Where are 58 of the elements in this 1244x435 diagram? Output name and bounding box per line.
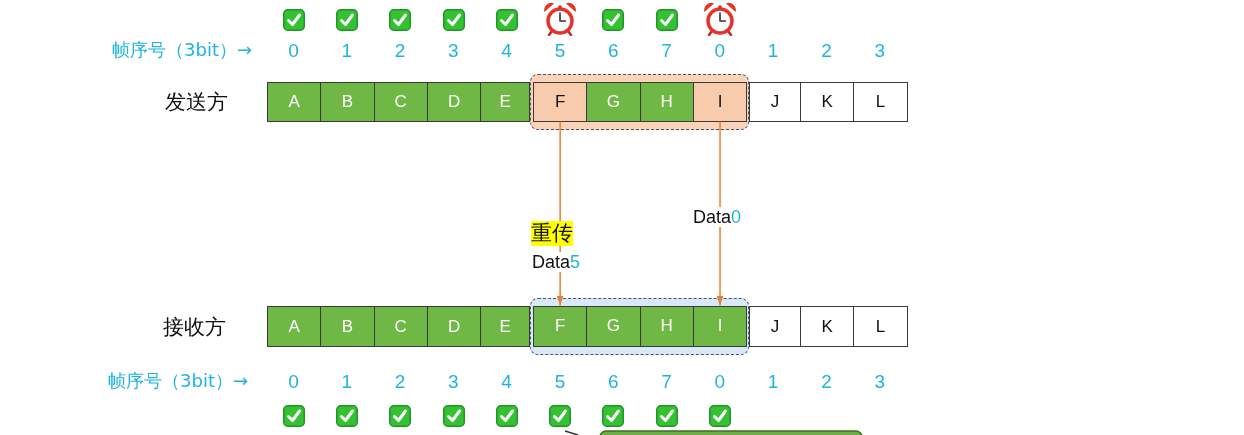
sequence-number: 7: [661, 38, 672, 62]
frame-block: J: [749, 82, 801, 122]
sequence-number: 6: [607, 369, 619, 393]
sequence-number: 1: [767, 369, 779, 393]
sequence-number: 0: [288, 38, 299, 62]
sequence-axis-label: 帧序号（3bit）→: [108, 370, 249, 392]
frame-block: G: [586, 305, 641, 347]
frame-block: J: [749, 306, 801, 347]
sequence-number: 5: [554, 369, 566, 393]
sequence-number: 4: [501, 38, 512, 62]
frame-block: H: [639, 81, 694, 122]
frame-block: L: [853, 82, 908, 122]
frame-block: F: [533, 81, 588, 122]
frame-block: I: [692, 305, 748, 347]
sequence-number: 2: [394, 369, 406, 393]
frame-block: D: [426, 306, 482, 347]
sequence-number: 3: [448, 369, 459, 393]
sequence-number: 0: [714, 38, 726, 62]
row-label: 接收方: [163, 314, 226, 340]
frame-block: G: [586, 81, 641, 122]
frame-block: I: [692, 81, 748, 122]
sequence-number: 2: [394, 38, 406, 62]
sequence-number: 1: [341, 38, 352, 62]
sequence-number: 4: [501, 369, 512, 393]
frame-block: D: [426, 82, 482, 122]
frame-block: A: [267, 82, 322, 122]
frame-block: C: [373, 306, 428, 347]
frame-block: F: [533, 305, 588, 347]
edge-label: Data0: [692, 207, 743, 227]
frame-block: E: [480, 306, 530, 347]
edge-label: Data5: [531, 252, 582, 272]
sequence-number: 0: [714, 369, 726, 393]
sequence-number: 0: [288, 369, 299, 393]
frame-block: K: [800, 306, 855, 347]
frame-block: K: [800, 82, 855, 122]
highlighted-note: 重传: [531, 220, 573, 246]
sequence-number: 1: [767, 38, 779, 62]
frame-block: H: [639, 305, 694, 347]
sliding-window-frame: [530, 74, 749, 130]
sequence-number: 7: [661, 369, 672, 393]
sequence-number: 2: [821, 369, 832, 393]
frame-block: E: [480, 82, 530, 122]
frame-block: B: [320, 306, 375, 347]
sequence-number: 1: [341, 369, 352, 393]
sequence-number: 3: [448, 38, 459, 62]
frame-block: A: [267, 306, 322, 347]
arrow: [716, 120, 724, 307]
frame-block: B: [320, 82, 375, 122]
frame-block: C: [373, 82, 428, 122]
sliding-window-frame: [530, 298, 749, 355]
sequence-number: 5: [554, 38, 566, 62]
frame-block: L: [853, 306, 908, 347]
sequence-number: 2: [821, 38, 832, 62]
sequence-number: 3: [874, 369, 885, 393]
sequence-number: 6: [607, 38, 619, 62]
row-label: 发送方: [165, 89, 228, 115]
sequence-number: 3: [874, 38, 885, 62]
sequence-axis-label: 帧序号（3bit）→: [112, 39, 253, 61]
